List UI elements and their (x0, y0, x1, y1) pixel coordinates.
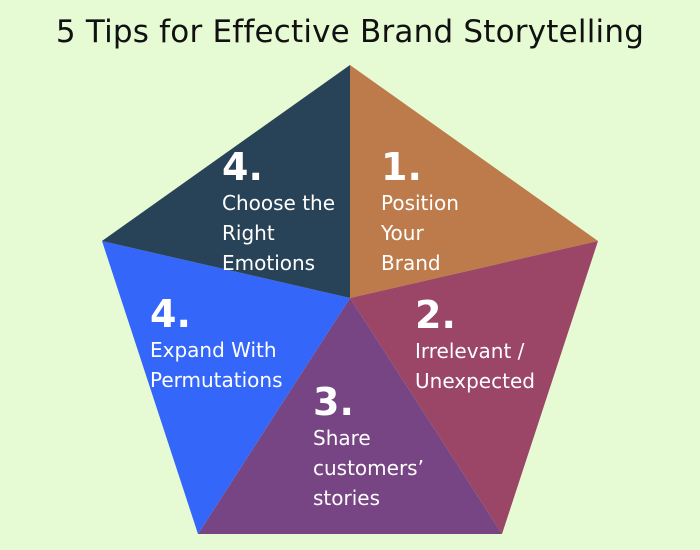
segment-1: 1. Position Your Brand (381, 146, 459, 278)
segment-4-number: 4. (150, 292, 191, 336)
segment-5-text: Choose the Right Emotions (222, 191, 336, 275)
segment-2: 2. Irrelevant / Unexpected (415, 294, 535, 396)
segment-1-number: 1. (381, 145, 422, 189)
segment-5: 4. Choose the Right Emotions (222, 146, 335, 278)
segment-1-text: Position Your Brand (381, 191, 459, 275)
segment-5-number: 4. (222, 145, 263, 189)
segment-5-shape (102, 65, 350, 298)
segment-4: 4. Expand With Permutations (150, 293, 283, 395)
segment-3-number: 3. (313, 380, 354, 424)
segment-2-shape (350, 241, 598, 534)
segment-4-shape (102, 241, 350, 534)
segment-3-shape (198, 298, 502, 534)
page-title: 5 Tips for Effective Brand Storytelling (55, 14, 645, 50)
segment-2-number: 2. (415, 293, 456, 337)
segment-3-text: Share customers’ stories (313, 426, 424, 510)
segment-1-shape (350, 65, 598, 298)
segment-3: 3. Share customers’ stories (313, 381, 424, 513)
segment-4-text: Expand With Permutations (150, 338, 283, 392)
segment-2-text: Irrelevant / Unexpected (415, 339, 535, 393)
